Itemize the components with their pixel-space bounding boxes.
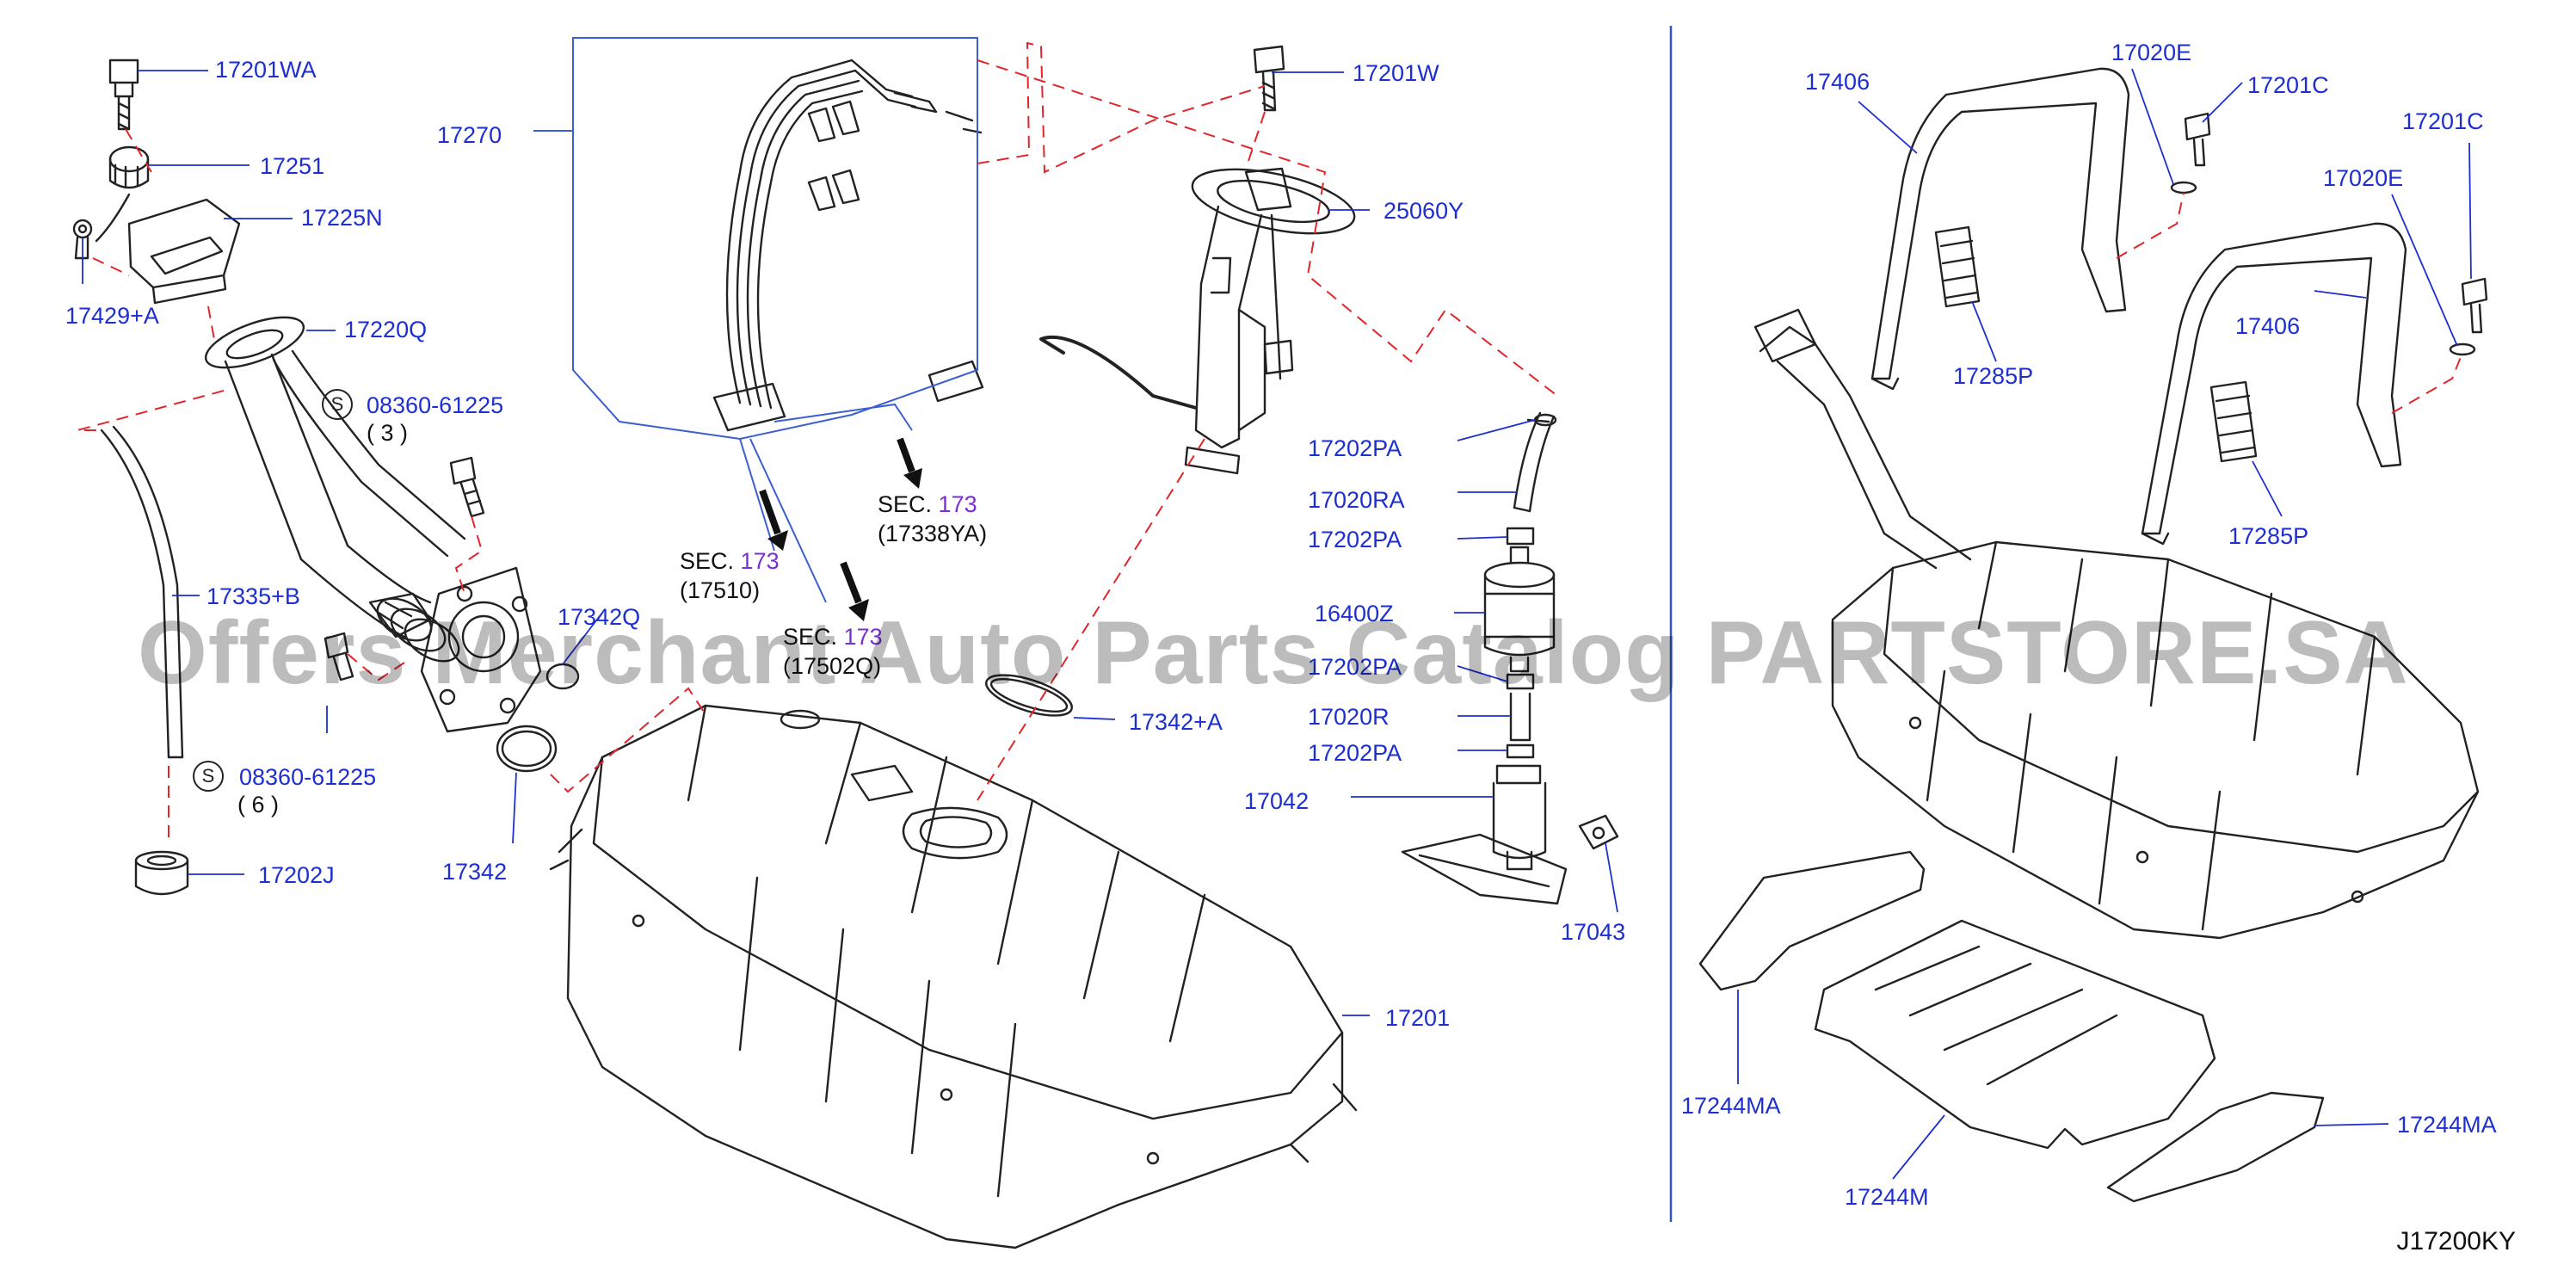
callout-17285p-2: 17285P bbox=[2228, 523, 2309, 549]
hose-17020r bbox=[1509, 692, 1531, 742]
callout-17202pa-1: 17202PA bbox=[1308, 435, 1402, 461]
callout-17202j: 17202J bbox=[258, 862, 335, 888]
callout-17201w: 17201W bbox=[1353, 60, 1439, 86]
pump-sender-25060y bbox=[927, 167, 1356, 475]
callout-17202pa-4: 17202PA bbox=[1308, 740, 1402, 766]
assembly-dash-lines bbox=[77, 41, 2463, 843]
fuel-tube-17270 bbox=[712, 59, 983, 432]
bolt-17201c-upper bbox=[2184, 112, 2211, 167]
callout-17429a: 17429+A bbox=[65, 303, 159, 329]
filler-flange bbox=[420, 566, 542, 733]
pad-17285p-lower bbox=[2209, 380, 2258, 463]
callout-17406-1: 17406 bbox=[1805, 69, 1870, 95]
straps-17406-upper bbox=[1870, 67, 2130, 391]
section-ref-17338ya: SEC. 173 (17338YA) bbox=[878, 490, 987, 549]
callout-17202pa-2: 17202PA bbox=[1308, 527, 1402, 552]
quantity-6: ( 6 ) bbox=[237, 792, 280, 817]
section-prefix: SEC. bbox=[680, 548, 735, 574]
fuel-tank-17201 bbox=[549, 704, 1358, 1249]
callout-17342a: 17342+A bbox=[1129, 709, 1223, 735]
callout-17285p-1: 17285P bbox=[1953, 363, 2034, 389]
callout-17251: 17251 bbox=[260, 153, 325, 179]
section-number: 173 bbox=[740, 548, 780, 574]
clamp-17202pa-b bbox=[1506, 527, 1535, 546]
section-number: 173 bbox=[938, 491, 977, 517]
section-arrows bbox=[759, 437, 922, 621]
fuel-pump-17042 bbox=[1401, 764, 1568, 905]
bolt-08360-6 bbox=[324, 632, 354, 682]
insulator-17244ma-left bbox=[1698, 850, 1926, 991]
vent-hose-17335b bbox=[100, 425, 184, 759]
callout-17201: 17201 bbox=[1385, 1005, 1451, 1031]
clamp-17202pa-d bbox=[1506, 743, 1535, 759]
o-ring-17342a bbox=[985, 674, 1073, 717]
callout-17225n: 17225N bbox=[301, 205, 383, 231]
tank-assembled bbox=[1753, 308, 2480, 940]
watermark: Offers Merchant Auto Parts Catalog PARTS… bbox=[138, 603, 2409, 703]
callout-17020ra: 17020RA bbox=[1308, 487, 1405, 513]
filler-neck-17220q bbox=[204, 316, 466, 638]
callout-17244ma-1: 17244MA bbox=[1681, 1093, 1781, 1119]
callout-25060y: 25060Y bbox=[1384, 198, 1464, 224]
section-code: (17338YA) bbox=[878, 520, 988, 546]
callout-17342: 17342 bbox=[442, 859, 508, 885]
section-number: 173 bbox=[843, 624, 883, 650]
bolt-17201c-lower bbox=[2461, 277, 2488, 334]
callout-08360-61225-a: 08360-61225 bbox=[367, 392, 504, 418]
cap-17251 bbox=[95, 145, 150, 243]
callout-17220q: 17220Q bbox=[344, 317, 428, 342]
bolt-17201wa bbox=[108, 59, 139, 131]
washer-17020e-lower bbox=[2449, 342, 2476, 356]
quantity-3: ( 3 ) bbox=[367, 420, 409, 446]
pad-17285p-upper bbox=[1934, 225, 1981, 308]
fuel-filter-16400z bbox=[1483, 546, 1556, 673]
callout-17020e-2: 17020E bbox=[2323, 165, 2404, 191]
callout-17201wa: 17201WA bbox=[215, 57, 317, 83]
leader-lines bbox=[82, 68, 2472, 1180]
insulator-17244ma-right bbox=[2106, 1091, 2325, 1203]
tube-group-frame bbox=[572, 37, 978, 441]
drawing-code: J17200KY bbox=[2396, 1227, 2516, 1255]
callout-17042: 17042 bbox=[1244, 788, 1310, 814]
callout-16400z: 16400Z bbox=[1315, 601, 1394, 626]
callout-17020e-1: 17020E bbox=[2111, 40, 2192, 65]
callout-17020r: 17020R bbox=[1308, 704, 1390, 730]
callout-17270: 17270 bbox=[437, 122, 502, 148]
callout-17201c-1: 17201C bbox=[2247, 72, 2329, 98]
callout-08360-61225-b: 08360-61225 bbox=[239, 764, 377, 790]
callout-17406-2: 17406 bbox=[2235, 313, 2301, 339]
bolt-17201w bbox=[1253, 45, 1285, 112]
section-code: (17510) bbox=[680, 577, 761, 603]
o-ring-17342 bbox=[496, 725, 558, 773]
bolt-08360-3 bbox=[449, 456, 485, 518]
symbol-s-1: S bbox=[322, 389, 353, 420]
section-prefix: SEC. bbox=[783, 624, 838, 650]
straps-17406-lower bbox=[2141, 222, 2407, 546]
symbol-s-2: S bbox=[193, 761, 224, 792]
callout-17202pa-3: 17202PA bbox=[1308, 654, 1402, 680]
washer-17020e-upper bbox=[2170, 181, 2197, 194]
section-ref-17510: SEC. 173 (17510) bbox=[680, 547, 780, 606]
callout-17335b: 17335+B bbox=[206, 583, 300, 609]
hose-17020ra bbox=[1513, 411, 1556, 513]
callout-17244ma-2: 17244MA bbox=[2397, 1112, 2497, 1138]
grommet-17202j bbox=[134, 850, 189, 896]
callout-17201c-2: 17201C bbox=[2402, 108, 2484, 134]
filler-lid-17225n bbox=[127, 198, 241, 305]
filter-sock-17043 bbox=[1578, 814, 1619, 850]
clamp-17202pa-c bbox=[1506, 673, 1535, 690]
callout-17342q: 17342Q bbox=[558, 604, 641, 630]
callout-17043: 17043 bbox=[1561, 919, 1626, 945]
section-prefix: SEC. bbox=[878, 491, 933, 517]
section-ref-17502q: SEC. 173 (17502Q) bbox=[783, 623, 883, 682]
callout-17244m: 17244M bbox=[1845, 1184, 1929, 1210]
section-code: (17502Q) bbox=[783, 652, 882, 679]
insulator-17244m bbox=[1814, 919, 2216, 1150]
